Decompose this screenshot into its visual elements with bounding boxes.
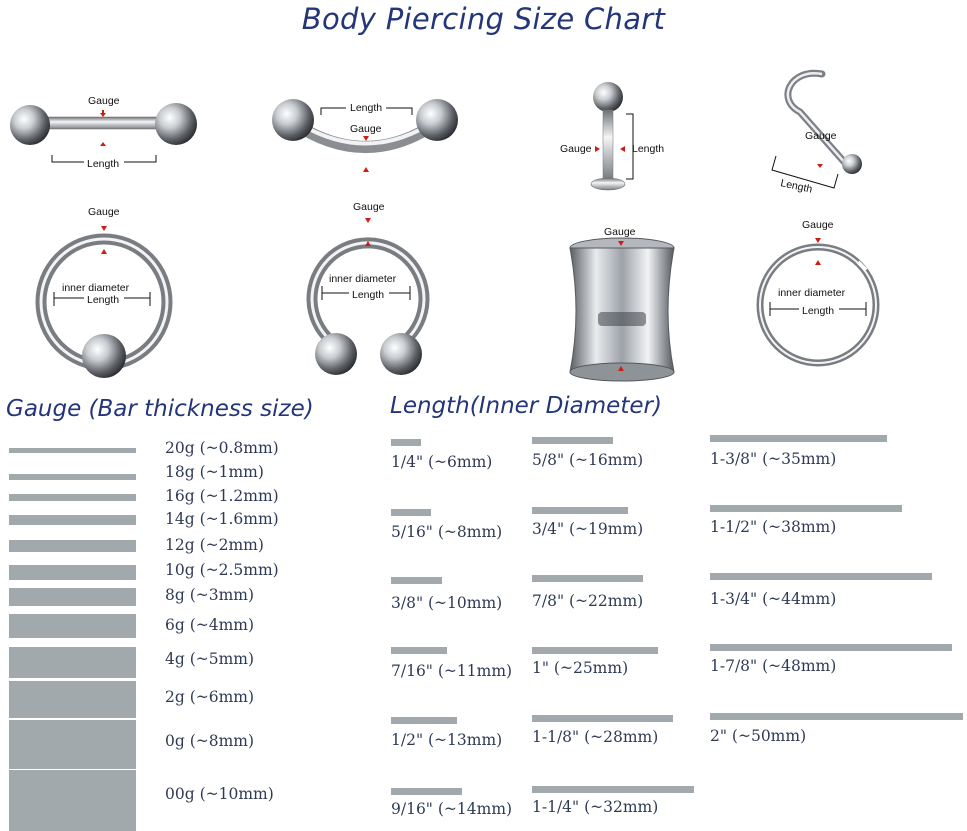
gauge-label-text: 0g (~8mm) [165, 732, 255, 750]
gauge-label: Gauge [604, 226, 636, 238]
length-label-text: 7/8" (~22mm) [532, 592, 644, 610]
gauge-bar [9, 647, 136, 678]
length-label: Length [779, 177, 813, 195]
length-bar [532, 437, 613, 444]
curved-barbell-illustration: Length Gauge [272, 99, 458, 172]
page-title: Body Piercing Size Chart [301, 2, 666, 36]
length-label-text: 1-1/2" (~38mm) [710, 518, 837, 536]
gauge-label-text: 00g (~10mm) [165, 785, 274, 803]
gauge-label: Gauge [560, 143, 592, 155]
length-bar [532, 507, 628, 514]
length-bar [391, 788, 462, 795]
nose-screw-illustration: Gauge Length [771, 69, 862, 196]
length-label: Length [87, 158, 119, 170]
length-bar [710, 644, 952, 651]
length-bar [391, 647, 447, 654]
length-label-text: 1-3/8" (~35mm) [710, 450, 837, 468]
gauge-bar [9, 770, 136, 831]
length-bar [391, 577, 442, 584]
length-bar [710, 573, 932, 580]
gauge-label-text: 10g (~2.5mm) [165, 561, 279, 579]
gauge-label-text: 16g (~1.2mm) [165, 487, 279, 505]
gauge-label: Gauge [88, 206, 120, 218]
segment-ring-illustration: Gauge inner diameter Length [756, 219, 880, 367]
gauge-label: Gauge [805, 130, 837, 142]
length-bar [391, 509, 431, 516]
inner-diameter-label: inner diameter [778, 287, 846, 299]
gauge-label-text: 4g (~5mm) [165, 650, 255, 668]
length-bar [532, 786, 694, 793]
gauge-label: Gauge [350, 123, 382, 135]
length-bar [391, 439, 421, 446]
gauge-label: Gauge [802, 219, 834, 231]
gauge-bar [9, 681, 136, 718]
length-section-heading: Length(Inner Diameter) [390, 393, 662, 419]
length-label-text: 2" (~50mm) [710, 727, 807, 745]
tunnel-illustration: Gauge [569, 226, 675, 382]
gauge-bar [9, 494, 136, 501]
length-bar [532, 575, 643, 582]
inner-diameter-label: inner diameter [62, 282, 130, 294]
length-label: Length [350, 102, 382, 114]
length-bar [391, 717, 457, 724]
gauge-label-text: 20g (~0.8mm) [165, 439, 279, 457]
length-label-text: 1" (~25mm) [532, 659, 629, 677]
length-label-text: 1-3/4" (~44mm) [710, 590, 837, 608]
gauge-bar [9, 474, 136, 480]
gauge-bar [9, 588, 136, 606]
gauge-label-text: 2g (~6mm) [165, 688, 255, 706]
length-label-text: 1/4" (~6mm) [391, 453, 493, 471]
length-bar [532, 647, 658, 654]
length-label-text: 3/8" (~10mm) [391, 594, 503, 612]
length-label-text: 1-1/4" (~32mm) [532, 798, 659, 816]
gauge-bar [9, 540, 136, 552]
gauge-label-text: 18g (~1mm) [165, 463, 264, 481]
length-label-text: 1-7/8" (~48mm) [710, 657, 837, 675]
gauge-label-text: 14g (~1.6mm) [165, 510, 279, 528]
length-bar [710, 505, 902, 512]
gauge-label: Gauge [88, 95, 120, 107]
length-label-text: 5/16" (~8mm) [391, 523, 503, 541]
length-label: Length [352, 289, 384, 301]
length-bar [710, 435, 887, 442]
horseshoe-illustration: Gauge inner diameter Length [306, 201, 430, 375]
gauge-bar [9, 448, 136, 453]
straight-barbell-illustration: Gauge Length [10, 95, 197, 170]
length-label-text: 7/16" (~11mm) [391, 662, 513, 680]
length-bar [710, 713, 963, 720]
captive-bead-ring-illustration: Gauge inner diameter Length [35, 206, 173, 378]
gauge-bar [9, 515, 136, 525]
length-label-text: 5/8" (~16mm) [532, 451, 644, 469]
length-label-text: 9/16" (~14mm) [391, 800, 513, 818]
jewelry-illustrations: Gauge Length Length Gauge Gauge Length G… [10, 69, 880, 382]
length-label-text: 1-1/8" (~28mm) [532, 728, 659, 746]
gauge-label-text: 12g (~2mm) [165, 536, 264, 554]
length-label: Length [802, 305, 834, 317]
gauge-bar [9, 565, 136, 580]
gauge-label-text: 8g (~3mm) [165, 586, 255, 604]
inner-diameter-label: inner diameter [329, 273, 397, 285]
gauge-label-text: 6g (~4mm) [165, 616, 255, 634]
length-label-text: 3/4" (~19mm) [532, 520, 644, 538]
length-label: Length [87, 294, 119, 306]
gauge-label: Gauge [353, 201, 385, 213]
gauge-bar [9, 720, 136, 769]
labret-illustration: Gauge Length [560, 82, 664, 191]
gauge-section-heading: Gauge (Bar thickness size) [6, 396, 314, 422]
gauge-bar [9, 614, 136, 638]
length-label-text: 1/2" (~13mm) [391, 731, 503, 749]
length-label: Length [632, 143, 664, 155]
length-bar [532, 715, 673, 722]
